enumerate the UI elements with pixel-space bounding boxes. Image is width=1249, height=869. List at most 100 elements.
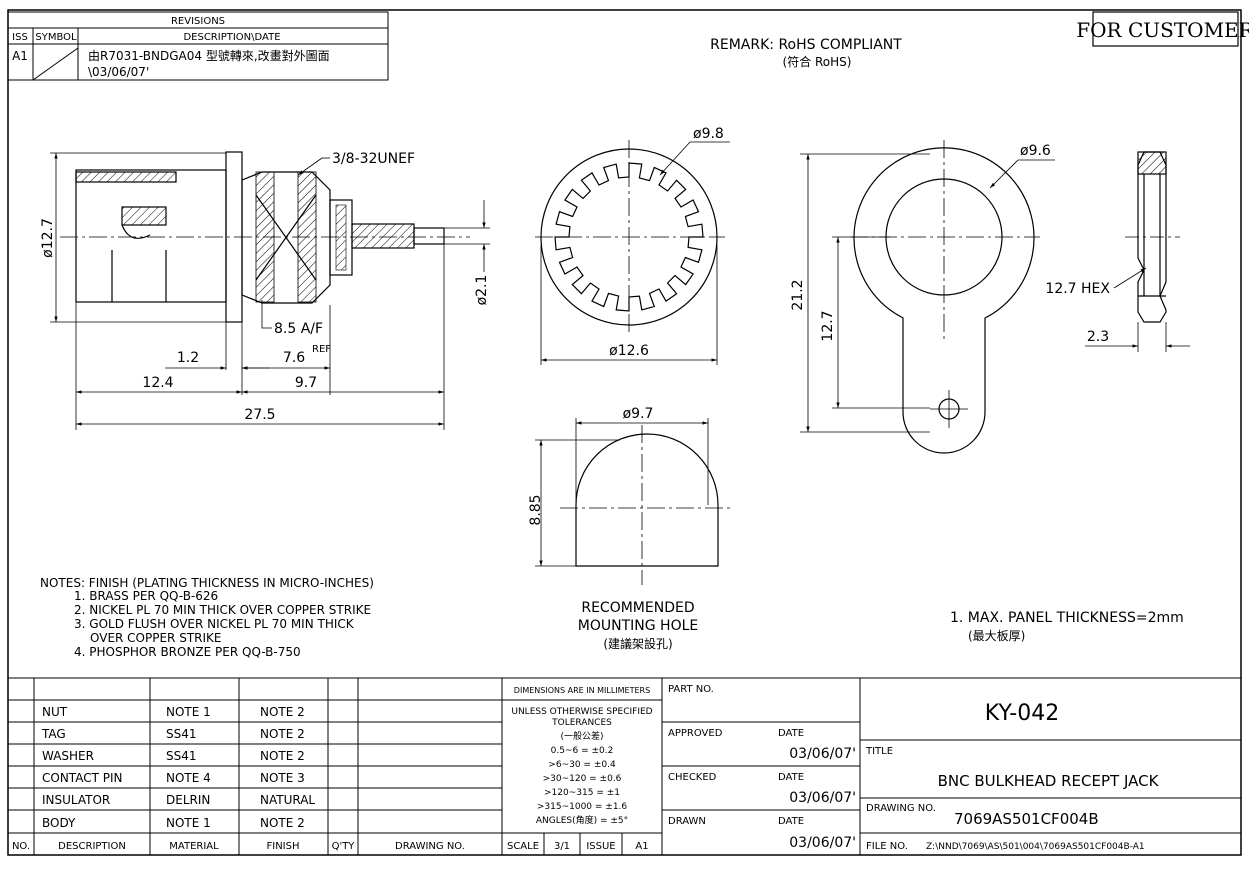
bom-row-2-material: SS41	[166, 749, 197, 763]
drawn-label: DRAWN	[668, 816, 706, 827]
label-thread: 3/8-32UNEF	[332, 151, 415, 167]
mounting-hole-view	[575, 433, 719, 567]
part-no-value: KY-042	[985, 701, 1059, 726]
mounting-line3: (建議架設孔)	[603, 636, 672, 651]
svg-text:FOR CUSTOMER: FOR CUSTOMER	[1076, 18, 1249, 42]
bom-header-material: MATERIAL	[169, 841, 219, 852]
title-block-grid	[501, 677, 1242, 856]
scale-label: SCALE	[507, 841, 539, 852]
bom-row-2-finish: NOTE 2	[260, 749, 305, 763]
rev-date: \03/06/07'	[88, 65, 149, 79]
mounting-line1: RECOMMENDED	[581, 600, 694, 616]
rev-desc: 由R7031-BNDGA04 型號轉來,改畫對外圖面	[88, 48, 330, 63]
tol-line2: UNLESS OTHERWISE SPECIFIED	[511, 707, 652, 717]
tol-item-4: >315~1000 = ±1.6	[537, 802, 628, 812]
note-3: 3. GOLD FLUSH OVER NICKEL PL 70 MIN THIC…	[74, 617, 355, 631]
dim-dia-pin	[444, 200, 490, 272]
bom-row-4-desc: INSULATOR	[42, 793, 110, 807]
tol-item-5: ANGLES(角度) = ±5°	[536, 814, 628, 826]
bom-header-drawing: DRAWING NO.	[395, 841, 465, 852]
tol-item-2: >30~120 = ±0.6	[543, 774, 622, 784]
approved-date: 03/06/07'	[789, 746, 856, 762]
tol-item-0: 0.5~6 = ±0.2	[551, 746, 614, 756]
file-no-label: FILE NO.	[866, 841, 908, 852]
approved-label: APPROVED	[668, 728, 723, 739]
label-1-2: 1.2	[177, 350, 199, 366]
bom-row-3-desc: CONTACT PIN	[42, 771, 122, 785]
dim-horizontal	[75, 244, 445, 430]
bom-header-finish: FINISH	[267, 841, 300, 852]
bom-row-3-finish: NOTE 3	[260, 771, 305, 785]
note-2: 2. NICKEL PL 70 MIN THICK OVER COPPER ST…	[74, 603, 371, 617]
panel-note: 1. MAX. PANEL THICKNESS=2mm	[950, 610, 1184, 626]
for-customer-stamp: FOR CUSTOMER	[1076, 11, 1249, 47]
label-7-6: 7.6	[283, 350, 305, 366]
panel-note-sub: (最大板厚)	[968, 629, 1025, 643]
tol-line4: (一般公差)	[560, 730, 603, 742]
bom-row-1-finish: NOTE 2	[260, 727, 305, 741]
remark-sub: (符合 RoHS)	[783, 54, 852, 69]
note-4: 4. PHOSPHOR BRONZE PER QQ-B-750	[74, 645, 301, 659]
bom-row-1-material: SS41	[166, 727, 197, 741]
notes-title: NOTES: FINISH (PLATING THICKNESS IN MICR…	[40, 576, 374, 590]
approved-date-label: DATE	[778, 728, 804, 739]
bom-header-no: NO.	[12, 841, 30, 852]
drawn-date-label: DATE	[778, 816, 804, 827]
mounting-line2: MOUNTING HOLE	[578, 618, 698, 634]
drawing-no-value: 7069AS501CF004B	[954, 810, 1099, 828]
bom-header-qty: Q'TY	[332, 841, 356, 852]
label-dia-pin: ø2.1	[474, 275, 490, 306]
label-hex: 12.7 HEX	[1045, 281, 1110, 297]
file-no-value: Z:\NND\7069\AS\501\004\7069AS501CF004B-A…	[926, 842, 1145, 852]
label-tag-h: 21.2	[790, 279, 806, 310]
issue-value: A1	[635, 841, 648, 852]
bom-row-0-finish: NOTE 2	[260, 705, 305, 719]
bom-row-4-material: DELRIN	[166, 793, 210, 807]
drawing-no-label: DRAWING NO.	[866, 803, 936, 814]
label-27-5: 27.5	[244, 407, 275, 423]
tol-line1: DIMENSIONS ARE IN MILLIMETERS	[514, 686, 650, 695]
bom-table-grid	[7, 677, 503, 856]
remark-text: REMARK: RoHS COMPLIANT	[710, 37, 902, 53]
label-mount-w: ø9.7	[623, 406, 654, 422]
bom-row-5-desc: BODY	[42, 816, 76, 830]
note-1: 1. BRASS PER QQ-B-626	[74, 589, 218, 603]
checked-date-label: DATE	[778, 772, 804, 783]
bom-row-0-material: NOTE 1	[166, 705, 211, 719]
tol-line3: TOLERANCES	[551, 718, 612, 728]
revisions-table	[7, 11, 389, 81]
dim-dia-body	[50, 152, 226, 323]
tol-item-3: >120~315 = ±1	[544, 788, 620, 798]
label-washer-outer: ø9.8	[693, 126, 724, 142]
scale-value: 3/1	[554, 841, 570, 852]
issue-label: ISSUE	[586, 841, 615, 852]
revisions-title: REVISIONS	[171, 16, 225, 27]
bom-row-0-desc: NUT	[42, 705, 68, 719]
label-tag-c: 12.7	[820, 310, 836, 341]
rev-iss: A1	[12, 49, 28, 63]
title-label: TITLE	[865, 746, 893, 757]
label-9-7: 9.7	[295, 375, 317, 391]
label-dia-body: ø12.7	[40, 218, 56, 258]
label-12-4: 12.4	[142, 375, 173, 391]
bom-row-5-material: NOTE 1	[166, 816, 211, 830]
part-no-label: PART NO.	[668, 684, 714, 695]
title-value: BNC BULKHEAD RECEPT JACK	[938, 772, 1160, 790]
drawn-date: 03/06/07'	[789, 835, 856, 851]
label-washer-dia: ø12.6	[609, 343, 649, 359]
label-mount-h: 8.85	[528, 494, 544, 525]
label-af: 8.5 A/F	[274, 321, 323, 337]
jack-side-view	[75, 151, 445, 323]
bom-row-5-finish: NOTE 2	[260, 816, 305, 830]
checked-label: CHECKED	[668, 772, 717, 783]
tol-item-1: >6~30 = ±0.4	[548, 760, 616, 770]
bom-row-2-desc: WASHER	[42, 749, 94, 763]
hex-nut-side-view	[1137, 151, 1167, 323]
bom-header-desc: DESCRIPTION	[58, 841, 126, 852]
label-tag-hole: ø9.6	[1020, 143, 1051, 159]
rev-col-iss: ISS	[12, 32, 28, 43]
label-nut-t: 2.3	[1087, 329, 1109, 345]
label-ref: REF	[312, 344, 331, 355]
